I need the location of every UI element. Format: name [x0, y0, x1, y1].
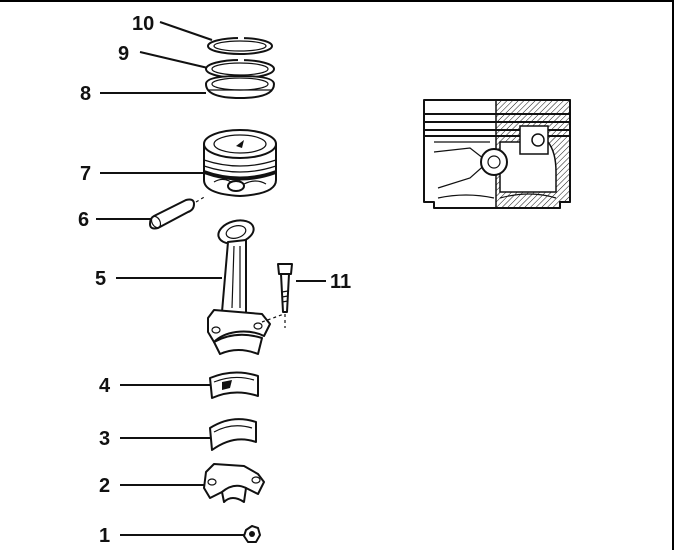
- oil-control-ring: [205, 75, 275, 99]
- callout-5: 5: [95, 268, 106, 290]
- callout-1: 1: [99, 525, 110, 547]
- callout-7: 7: [80, 163, 91, 185]
- upper-bearing-shell: [209, 371, 259, 399]
- piston: [203, 129, 277, 197]
- piston-section-view: [423, 99, 571, 209]
- leader-lines: [96, 21, 326, 536]
- lower-bearing-shell: [209, 418, 257, 451]
- callout-10: 10: [132, 13, 154, 35]
- callout-8: 8: [80, 83, 91, 105]
- callout-11: 11: [330, 271, 351, 293]
- callout-2: 2: [99, 475, 110, 497]
- callout-4: 4: [99, 375, 111, 397]
- rod-bolt: [277, 263, 293, 328]
- callout-3: 3: [99, 428, 110, 450]
- connecting-rod: [207, 219, 285, 355]
- compression-ring-second: [205, 58, 275, 79]
- piston-rings: [205, 36, 275, 99]
- leader-10: [159, 21, 213, 41]
- callout-6: 6: [78, 209, 89, 231]
- callout-9: 9: [118, 43, 129, 65]
- compression-ring-top: [207, 36, 273, 55]
- rod-nut: [243, 525, 261, 543]
- connecting-rod-cap: [203, 463, 265, 503]
- leader-9: [139, 51, 209, 69]
- piston-pin: [149, 195, 207, 230]
